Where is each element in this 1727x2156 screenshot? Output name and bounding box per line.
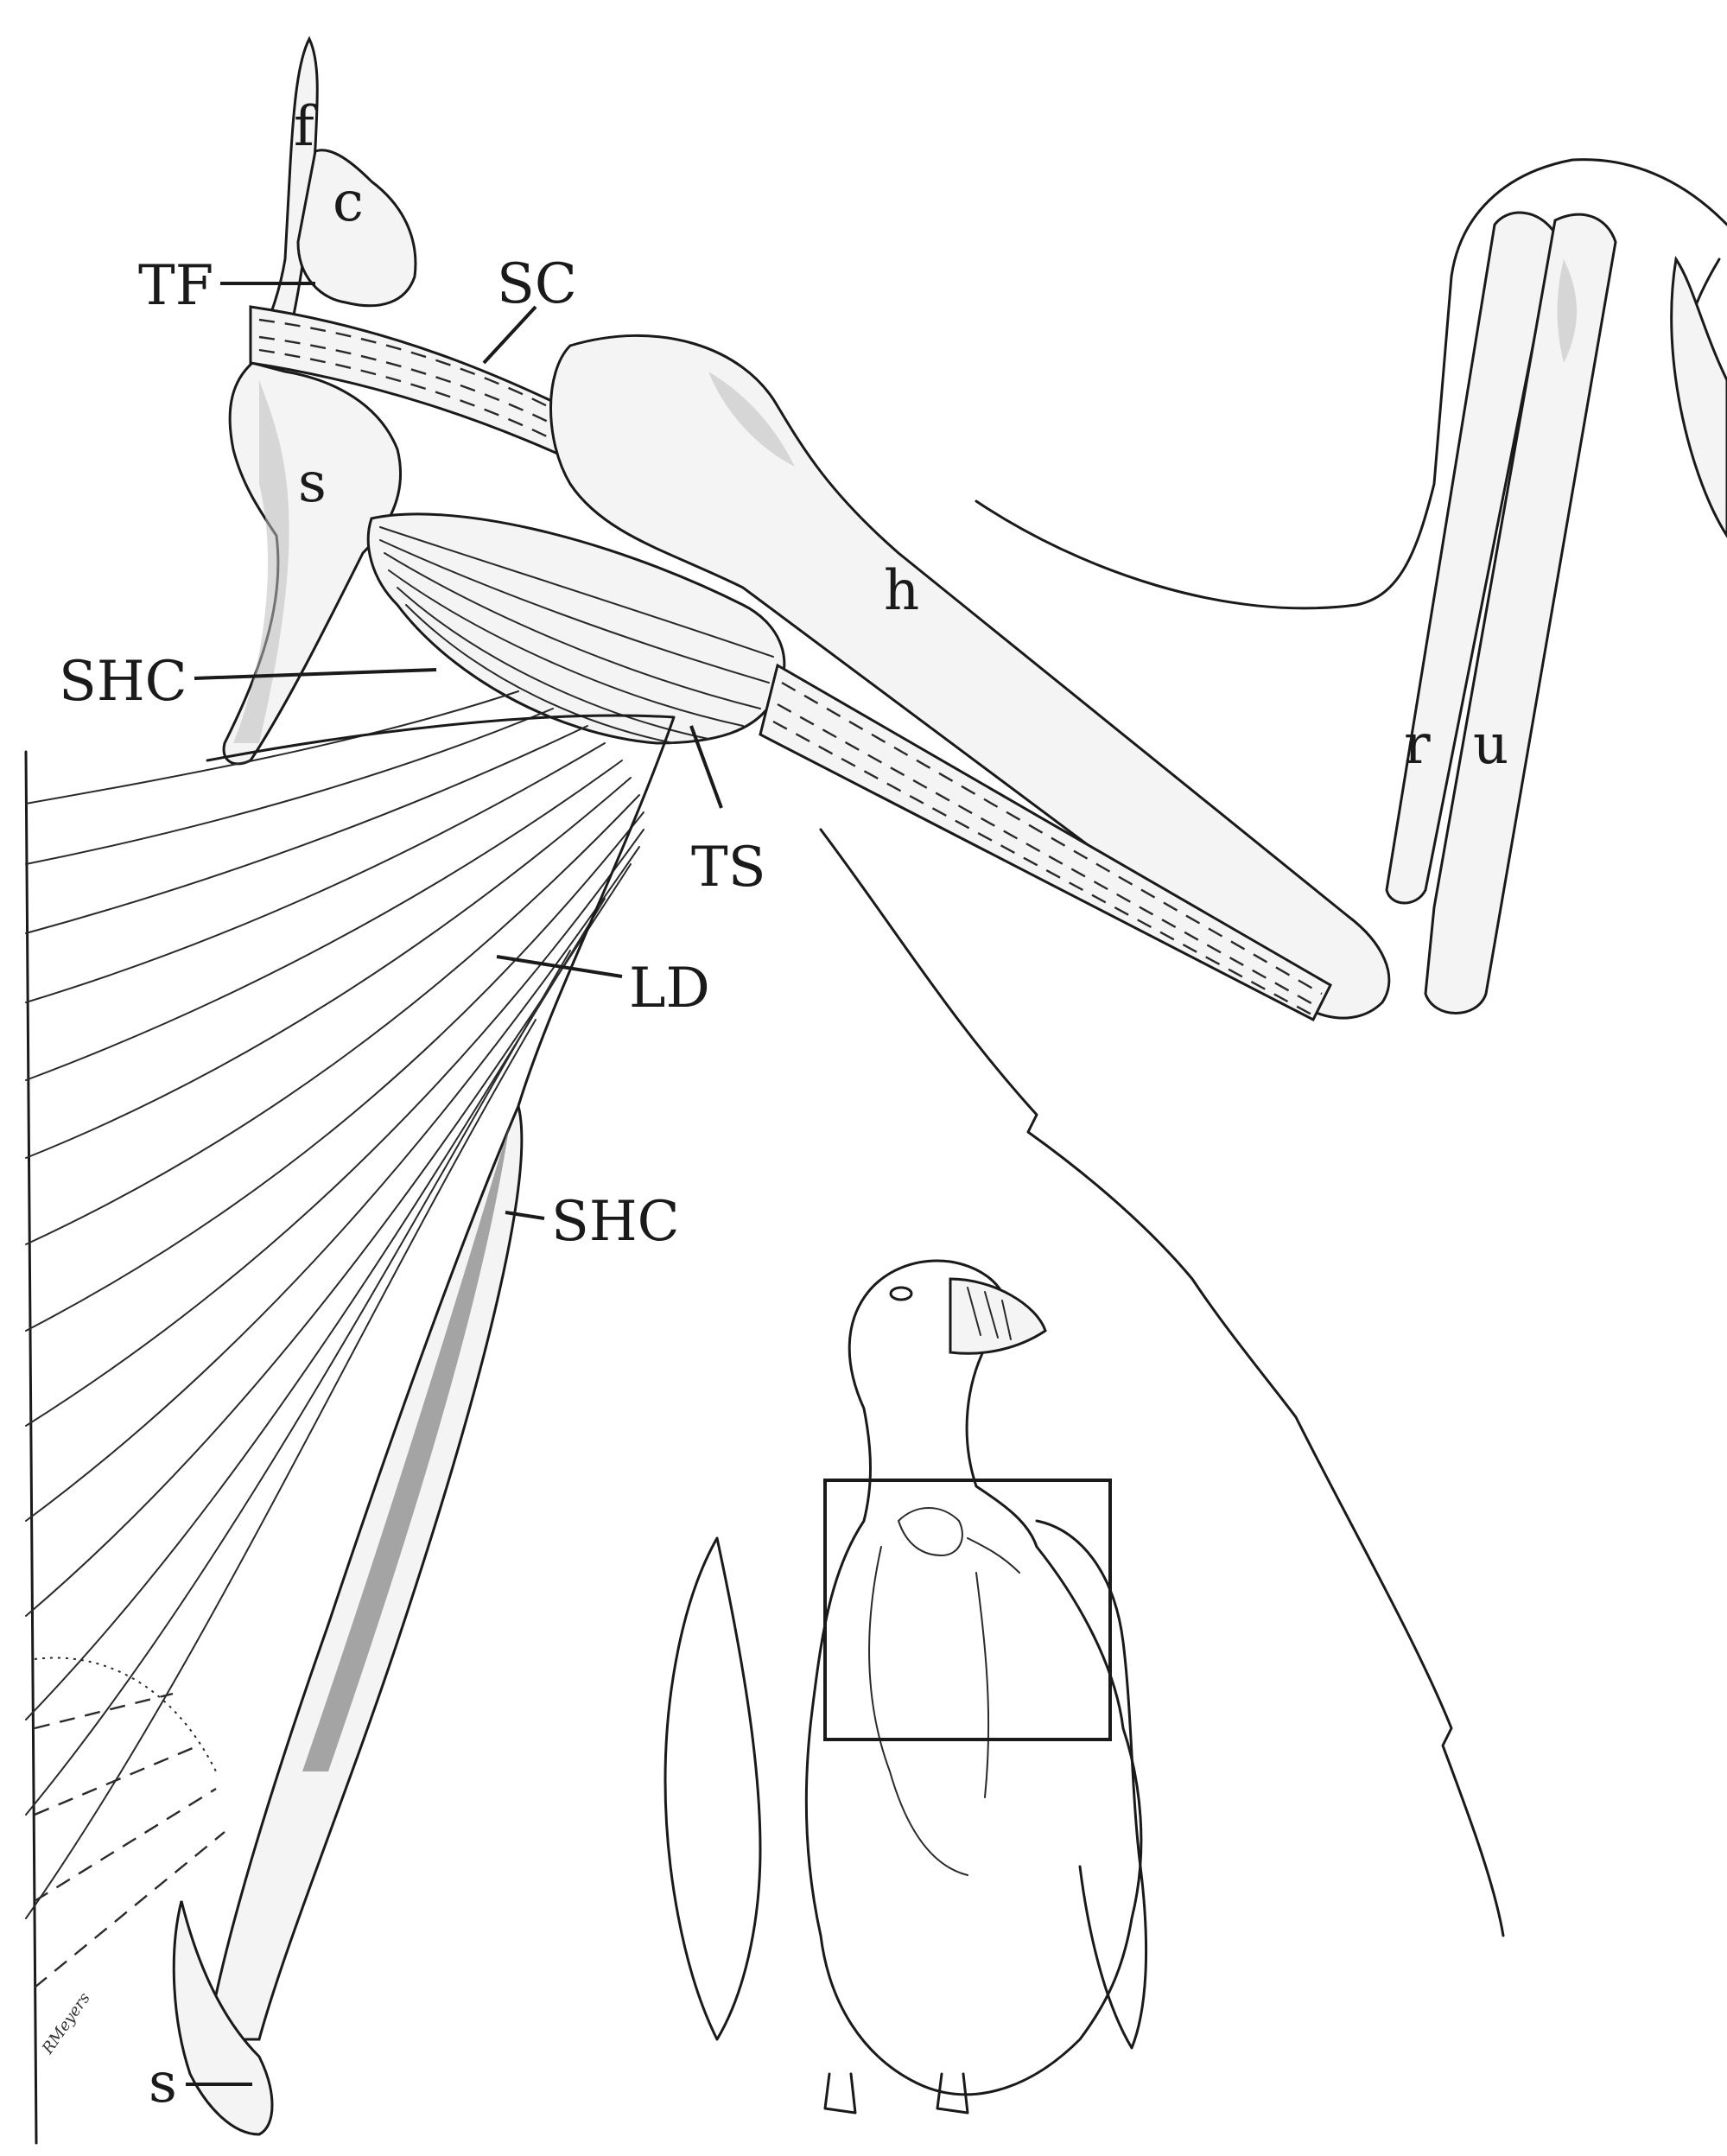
artist-signature: RMeyers: [38, 1989, 93, 2057]
label-ts: TS: [691, 836, 766, 900]
label-ld: LD: [629, 957, 710, 1021]
humerus-bone: [549, 334, 1391, 1020]
label-sc: SC: [497, 252, 577, 316]
label-tf: TF: [138, 254, 213, 318]
wing-contour: [975, 158, 1727, 610]
leader-ld: [496, 955, 623, 978]
leader-ts: [689, 725, 723, 809]
label-s-bottom: s: [149, 2051, 177, 2115]
label-c: c: [333, 170, 364, 234]
sc-tendon-band: [249, 305, 651, 486]
inset-highlight-box: [823, 1479, 1112, 1741]
left-border-line: [24, 750, 38, 2145]
label-u: u: [1473, 713, 1508, 777]
label-f: f: [294, 95, 318, 159]
body-contour: [819, 828, 1505, 1937]
ts-muscle: [366, 512, 1332, 1022]
label-r: r: [1404, 713, 1431, 777]
shc-muscle-strip: [172, 1102, 524, 2136]
label-h: h: [884, 559, 919, 623]
ld-muscle: [25, 690, 676, 1988]
leader-sc: [482, 305, 537, 365]
label-s-top: s: [298, 451, 327, 515]
leader-shc-top: [194, 668, 437, 680]
inset-bird-outline: [663, 1259, 1148, 2115]
label-shc-top: SHC: [59, 650, 187, 714]
radius-ulna-bones: [1385, 211, 1727, 1014]
leader-shc-mid: [505, 1211, 545, 1220]
pectoral-girdle-bones: [222, 35, 417, 766]
label-shc-mid: SHC: [551, 1190, 680, 1254]
